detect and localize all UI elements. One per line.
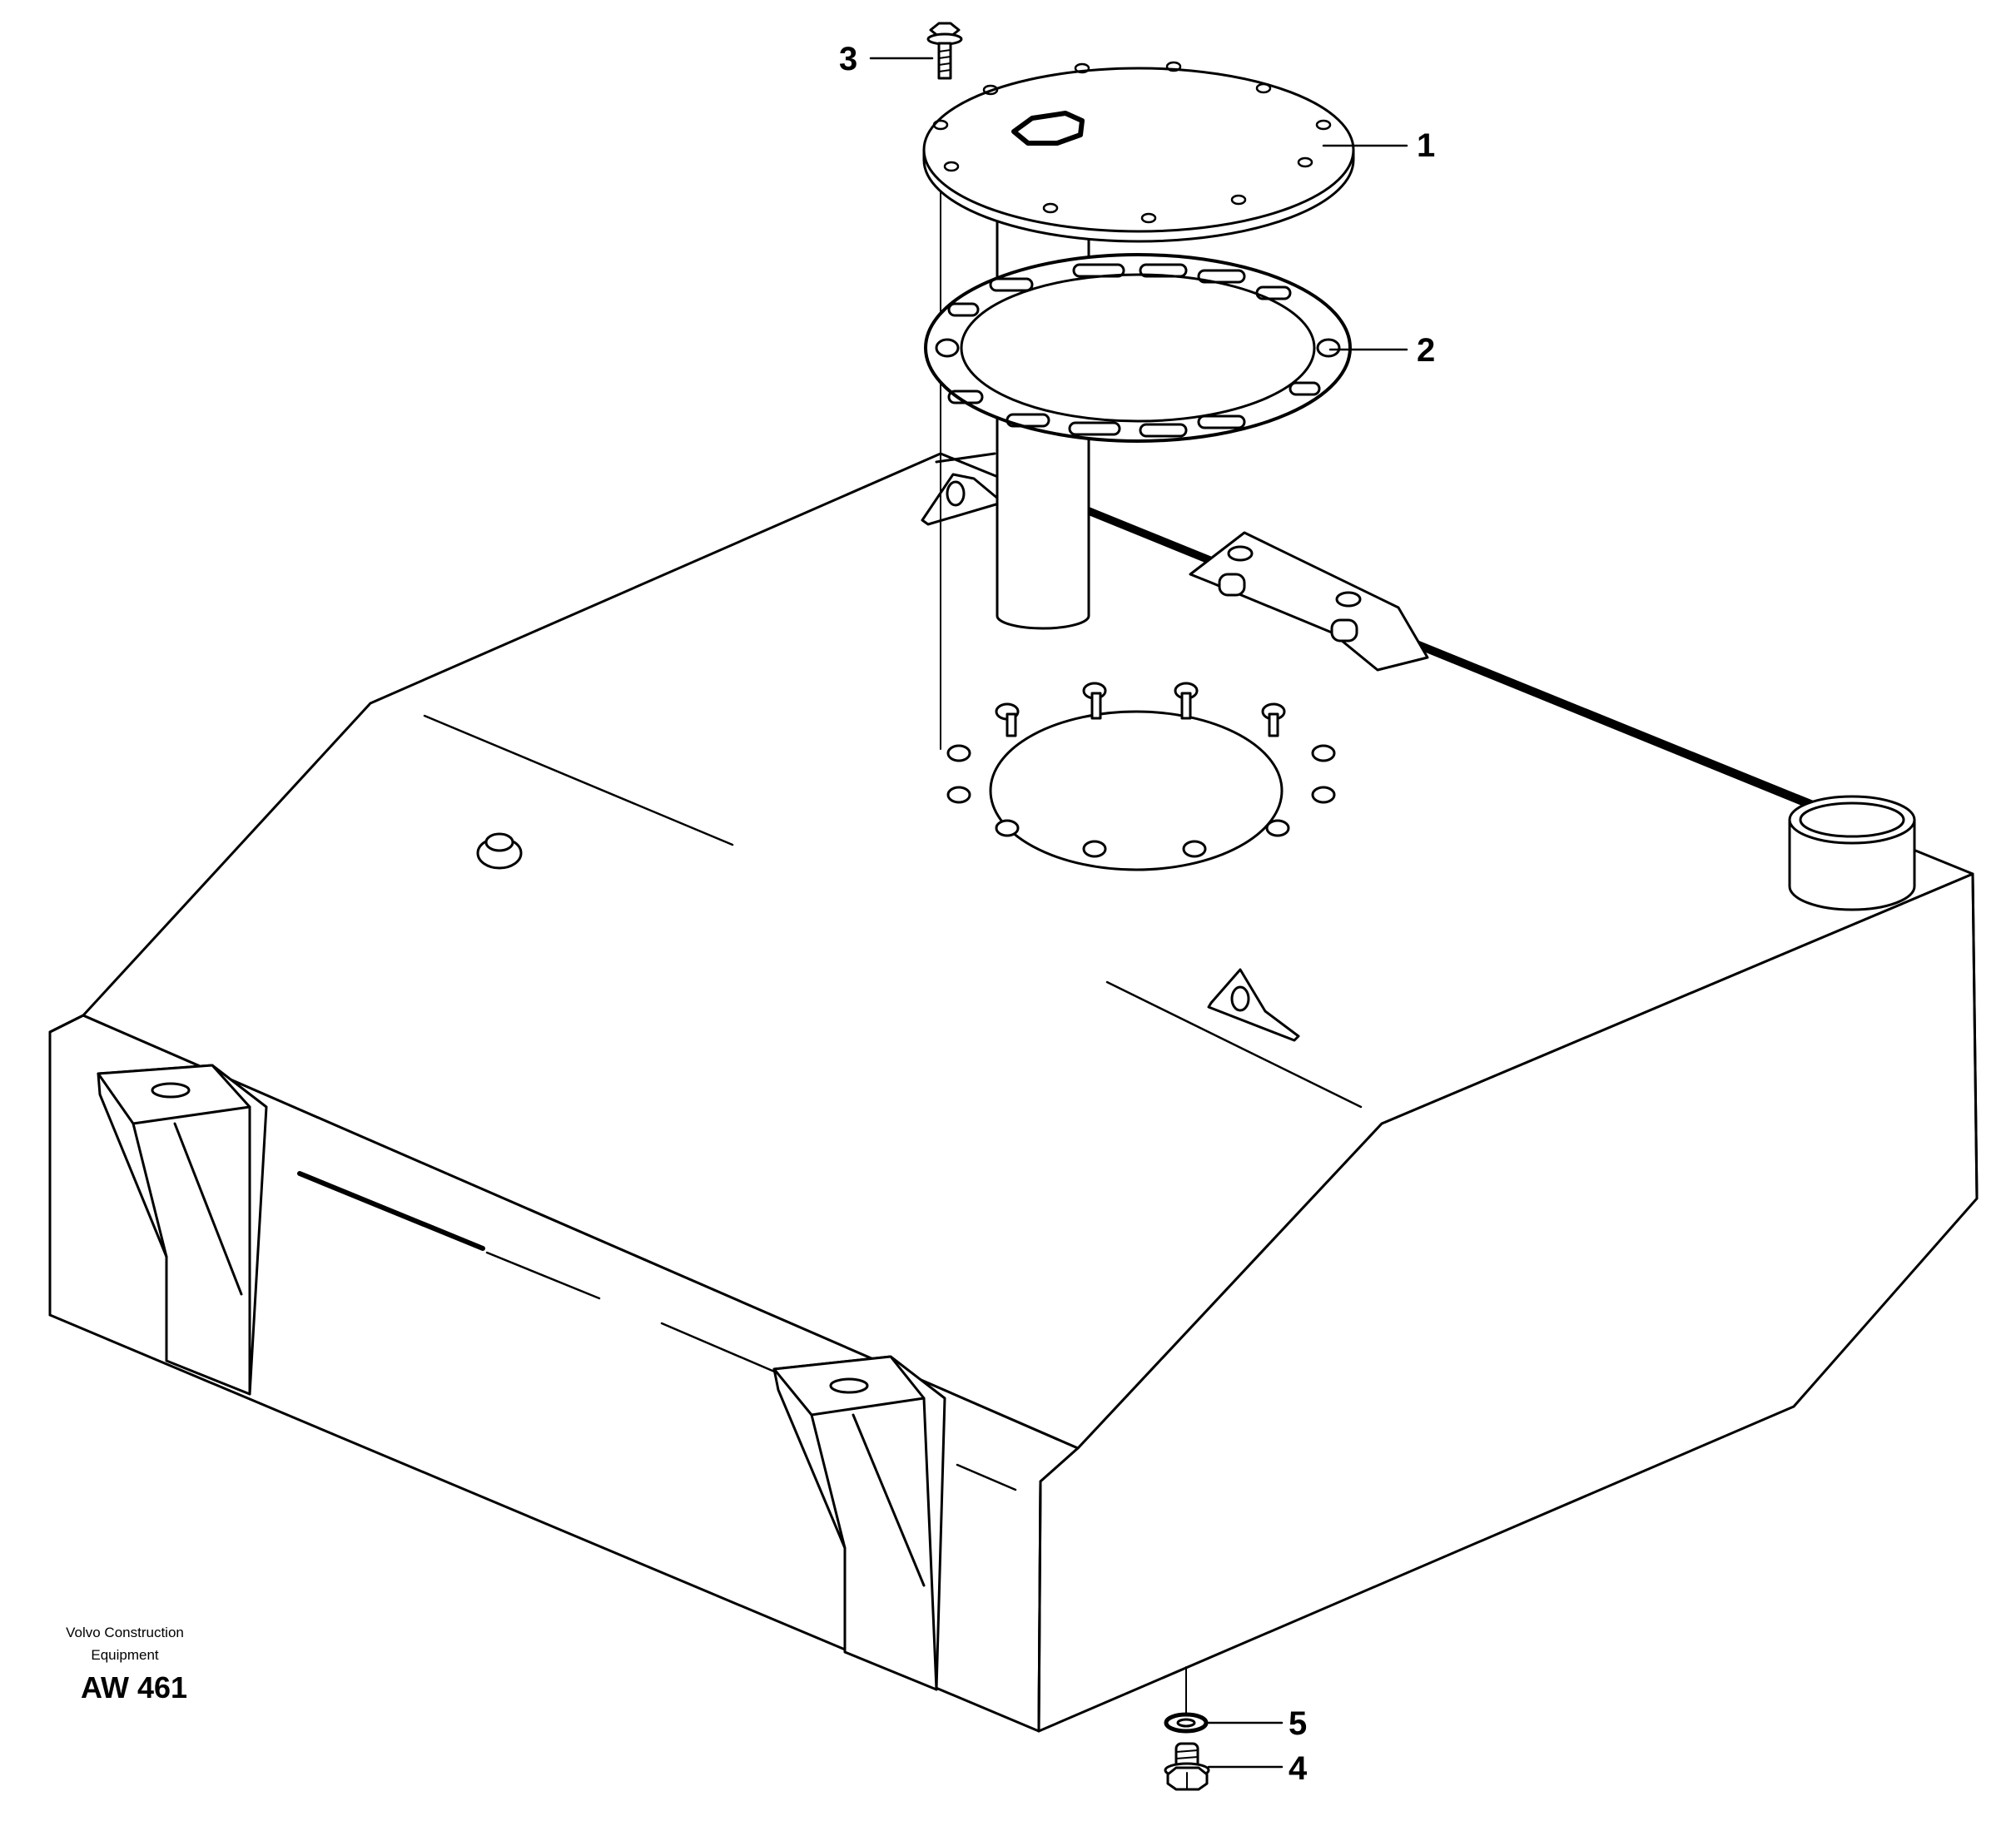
mounting-clamp — [1189, 531, 1429, 672]
flange-screw — [926, 22, 963, 80]
cover-plate — [922, 61, 1355, 243]
gasket — [924, 253, 1352, 443]
sealing-washer — [1164, 1712, 1209, 1734]
footer: Volvo Construction Equipment AW 461 — [66, 1625, 187, 1704]
breather-boss — [476, 832, 523, 870]
callout-label-1: 1 — [1417, 127, 1435, 164]
maker-name-line-2: Equipment — [91, 1647, 159, 1663]
lifting-eye-front — [1207, 968, 1300, 1042]
leader-lines — [869, 57, 1408, 1769]
filler-neck — [1788, 795, 1916, 911]
tank-opening — [946, 682, 1336, 871]
callout-label-4: 4 — [1289, 1750, 1308, 1787]
document-id: AW 461 — [81, 1670, 187, 1704]
maker-name-line-1: Volvo Construction — [66, 1625, 184, 1640]
callout-labels: 1 2 3 4 5 — [839, 41, 1435, 1787]
mounting-bracket-right — [772, 1355, 946, 1691]
tank-body — [48, 452, 1979, 1733]
stud-ring — [946, 682, 1336, 858]
drain-plug — [1164, 1742, 1210, 1791]
callout-label-5: 5 — [1289, 1705, 1307, 1742]
cover-bolt-holes — [932, 61, 1332, 224]
callout-label-2: 2 — [1417, 332, 1435, 369]
callout-label-3: 3 — [839, 41, 857, 77]
mounting-bracket-left — [97, 1064, 268, 1396]
